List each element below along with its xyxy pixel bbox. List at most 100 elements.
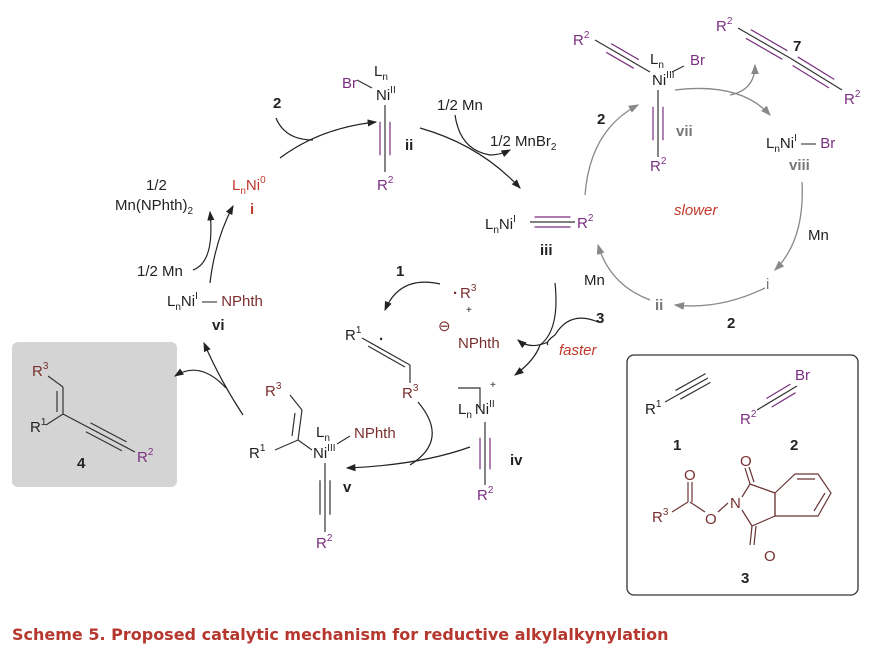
bond-line bbox=[85, 431, 123, 452]
species-vi: LnNiI — NPhth vi bbox=[167, 291, 263, 334]
r2-label: R2 bbox=[577, 213, 594, 232]
bond-line bbox=[594, 39, 651, 73]
minor-i-label: i bbox=[766, 276, 769, 293]
species-label: viii bbox=[789, 157, 810, 174]
compound-label: 2 bbox=[790, 437, 798, 454]
mn-nphth-arrow bbox=[192, 210, 215, 271]
r3-label: R3 bbox=[402, 383, 419, 402]
species-label: vi bbox=[212, 317, 225, 334]
r1-label: R1 bbox=[30, 417, 47, 436]
half-label: 1/2 bbox=[146, 177, 167, 194]
product-highlight-box bbox=[12, 342, 177, 487]
r1-label: R1 bbox=[345, 325, 362, 344]
charge-bracket bbox=[458, 387, 481, 408]
substrates-inset-box bbox=[626, 354, 859, 596]
arrow-vi-to-i bbox=[209, 204, 234, 284]
bond bbox=[289, 394, 303, 411]
nickel-label: LnNiI bbox=[485, 214, 516, 236]
mn-nphth2-label: Mn(NPhth)2 bbox=[115, 197, 194, 217]
r2-label: R2 bbox=[844, 89, 861, 108]
radical-capture-arrow bbox=[409, 401, 433, 466]
bond bbox=[361, 337, 411, 366]
species-viii: LnNiI — Br viii bbox=[766, 133, 835, 174]
species-label: v bbox=[343, 479, 352, 496]
nphth-anion-label: ⊖ bbox=[438, 318, 451, 335]
bond bbox=[291, 412, 296, 437]
bond bbox=[297, 439, 313, 451]
bond-line bbox=[605, 51, 635, 69]
r2-label: R2 bbox=[377, 175, 394, 194]
product-release-arrow bbox=[173, 368, 227, 389]
half-mn-label: 1/2 Mn bbox=[437, 97, 483, 114]
bromine-label: Br bbox=[795, 367, 810, 384]
arrow-iv-to-v bbox=[345, 446, 471, 472]
bonds bbox=[45, 65, 832, 546]
radical-addition-arrow bbox=[384, 281, 441, 312]
compound-label: 1 bbox=[673, 437, 681, 454]
slower-label: slower bbox=[674, 202, 718, 219]
cation-charge: + bbox=[490, 380, 496, 391]
species-vii: R2 Ln Br NiIII R2 vii bbox=[573, 30, 705, 175]
compound-7: R2 R2 7 bbox=[716, 16, 861, 108]
compound-label: 7 bbox=[793, 38, 801, 55]
species-label: i bbox=[250, 201, 254, 218]
arrow-iii-to-vii bbox=[584, 104, 640, 196]
minor-ii-label: ii bbox=[655, 297, 663, 314]
species-label: vii bbox=[676, 123, 693, 140]
oxygen-label: O bbox=[705, 511, 717, 528]
reagent-3-label: 3 bbox=[596, 310, 604, 327]
species-v: R3 R1 Ln NPhth NiIII R2 v bbox=[249, 381, 396, 552]
compound-label: 3 bbox=[741, 570, 749, 587]
reagent-2-label: 2 bbox=[597, 111, 605, 128]
figure-caption: Scheme 5. Proposed catalytic mechanism f… bbox=[12, 625, 669, 644]
species-label: iv bbox=[510, 452, 523, 469]
bond-line bbox=[675, 373, 706, 391]
nickel-label: LnNiI — Br bbox=[766, 133, 835, 155]
r2-label: R2 bbox=[573, 30, 590, 49]
arrow-viii-to-i bbox=[774, 181, 803, 271]
species-label: iii bbox=[540, 242, 553, 259]
cycle-arrows bbox=[173, 114, 599, 472]
bond bbox=[45, 413, 64, 426]
bond-line bbox=[789, 57, 843, 91]
bond bbox=[47, 375, 64, 388]
compound-3-structure bbox=[671, 466, 832, 546]
plus-sign: + bbox=[466, 305, 472, 316]
bond-line bbox=[797, 56, 835, 80]
radical-dot: · bbox=[379, 331, 384, 348]
compound-label: 4 bbox=[77, 455, 86, 472]
arrow-ii-to-iii bbox=[419, 127, 521, 189]
ligand-label: Ln bbox=[374, 63, 388, 83]
species-ii: Br Ln NiII R2 ii bbox=[342, 63, 413, 194]
nickel-label: NiIII bbox=[652, 70, 675, 89]
bond-line bbox=[750, 29, 788, 52]
bond-line bbox=[792, 64, 830, 89]
nphth-anion-label: NPhth bbox=[458, 335, 500, 352]
r2-label: R2 bbox=[477, 485, 494, 504]
arrow-i-to-ii-minor bbox=[673, 287, 766, 310]
compound-1: R1 1 bbox=[645, 399, 681, 454]
alkenyl-radical: R1 · R3 bbox=[345, 325, 419, 402]
bromine-label: Br bbox=[342, 75, 357, 92]
oxygen-label: O bbox=[684, 467, 696, 484]
r3-label: R3 bbox=[32, 361, 49, 380]
oxygen-label: O bbox=[740, 453, 752, 470]
oxygen-label: O bbox=[764, 548, 776, 565]
bond-line bbox=[664, 377, 709, 403]
bond bbox=[336, 435, 351, 445]
r2-label: R2 bbox=[650, 156, 667, 175]
bromine-label: Br bbox=[690, 52, 705, 69]
bond bbox=[356, 79, 373, 89]
bond-line bbox=[766, 383, 791, 400]
reagent-3-arrow bbox=[546, 317, 599, 346]
nitrogen-label: N bbox=[730, 495, 741, 512]
mn-label: Mn bbox=[808, 227, 829, 244]
arrow-i-to-ii bbox=[279, 119, 378, 159]
arrow-ii-to-iii-minor bbox=[596, 243, 651, 301]
species-label: ii bbox=[405, 137, 413, 154]
ligand-label: Ln bbox=[650, 51, 664, 71]
arrow-v-to-vi bbox=[203, 341, 244, 416]
